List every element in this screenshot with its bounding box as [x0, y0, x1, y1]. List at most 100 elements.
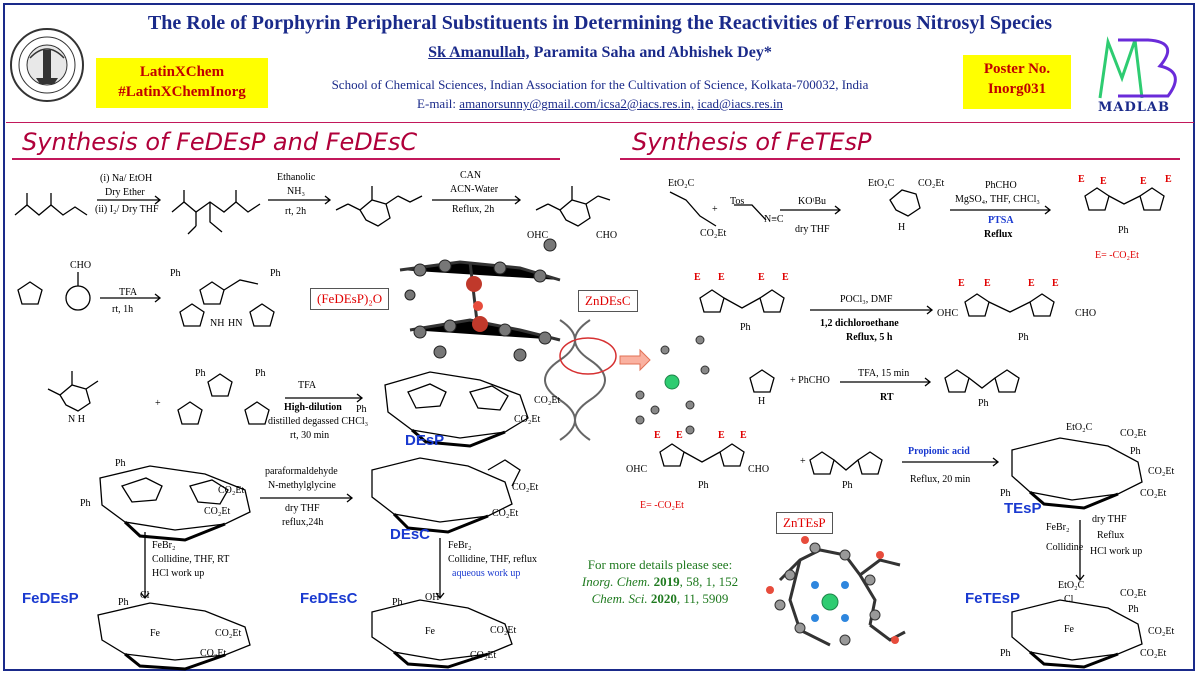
cho-right: CHO: [1075, 308, 1097, 319]
reagent-ptsa: PTSA: [988, 215, 1014, 226]
reagent-methylglycine: N-methylglycine: [268, 480, 336, 491]
co2et-desp-2: CO₂Et: [514, 414, 541, 425]
author-others: Paramita Saha and Abhishek Dey*: [533, 44, 772, 61]
acrylate-eto2c: EtO₂C: [668, 178, 695, 189]
reagent-dry-thf: dry THF: [285, 503, 320, 514]
reagent-kotbu: KOᵗBu: [798, 196, 827, 207]
tesp-ph-left: Ph: [1000, 488, 1011, 499]
step2-reagent-a: Ethanolic: [277, 172, 316, 183]
reference-1-journal: Inorg. Chem.: [581, 574, 651, 589]
fetesp-co2et-3: CO₂Et: [1140, 648, 1167, 659]
e-label-15: E: [718, 430, 725, 441]
tesp-co2et-1: CO₂Et: [1120, 428, 1147, 439]
febr2-mid: FeBr₂: [448, 540, 472, 551]
ph-fedesp: Ph: [118, 597, 129, 608]
pyrrole-eto2c: EtO₂C: [868, 178, 895, 189]
pyrrole-co2et: CO₂Et: [918, 178, 945, 189]
ph-label-2: Ph: [270, 268, 281, 279]
e-label-1: E: [1078, 174, 1085, 185]
ph-right-5: Ph: [698, 480, 709, 491]
e-label-3: E: [1140, 176, 1147, 187]
reagent-rt: RT: [880, 392, 894, 403]
email-link-1[interactable]: amanorsunny@gmail.com/icsa2@iacs.res.in,: [459, 96, 695, 111]
ohc-right: OHC: [937, 308, 959, 319]
e-label-7: E: [758, 272, 765, 283]
step1-reagent-c: (ii) I₂/ Dry THF: [95, 204, 159, 215]
reagent-dce: 1,2 dichloroethane: [820, 318, 899, 329]
e-label-10: E: [984, 278, 991, 289]
reference-2-rest: , 11, 5909: [676, 591, 729, 606]
tesp-co2et-3: CO₂Et: [1140, 488, 1167, 499]
rt-30min: rt, 30 min: [290, 430, 330, 441]
tesp-eto2c: EtO₂C: [1066, 422, 1093, 433]
reagent-reflux5: Reflux, 5 h: [846, 332, 893, 343]
tesp-co2et-2: CO₂Et: [1148, 466, 1175, 477]
fetesp-ph-left: Ph: [1000, 648, 1011, 659]
badge-line-1: LatinXChem: [139, 64, 225, 80]
reference-1[interactable]: Inorg. Chem. 2019, 58, 1, 152: [550, 573, 770, 590]
e-label-12: E: [1052, 278, 1059, 289]
e-label-5: E: [694, 272, 701, 283]
step3-cond: Reflux, 2h: [452, 204, 495, 215]
ph-row4-b: Ph: [80, 498, 91, 509]
plus-right-1: +: [712, 204, 718, 215]
co2et-row4-2: CO₂Et: [204, 506, 231, 517]
ph-right-6: Ph: [842, 480, 853, 491]
e-label-13: E: [654, 430, 661, 441]
reference-1-rest: , 58, 1, 152: [679, 574, 739, 589]
oh-fedesc: OH: [425, 592, 440, 603]
madlab-logo-text: MADLAB: [1098, 100, 1170, 115]
e-label-4: E: [1165, 174, 1172, 185]
step2-reagent-b: NH₃: [287, 186, 305, 197]
poster-number-badge: Poster No. Inorg031: [963, 55, 1071, 109]
right-hcl: HCl work up: [1090, 546, 1143, 557]
poster-no-label: Poster No.: [983, 61, 1051, 77]
plus-phcho: + PhCHO: [790, 375, 830, 386]
plus-sign: +: [155, 398, 161, 409]
reagent-paraformaldehyde: paraformaldehyde: [265, 466, 338, 477]
reference-2[interactable]: Chem. Sci. 2020, 11, 5909: [550, 590, 770, 607]
ph-right-4: Ph: [978, 398, 989, 409]
reference-block: For more details please see: Inorg. Chem…: [550, 556, 770, 607]
email-link-2[interactable]: icad@iacs.res.in: [697, 96, 783, 111]
e-label-16: E: [740, 430, 747, 441]
fetesp-co2et-2: CO₂Et: [1148, 626, 1175, 637]
reagent-phcho: PhCHO: [985, 180, 1017, 191]
step2-cond: rt, 2h: [285, 206, 307, 217]
co2et-desc-2: CO₂Et: [492, 508, 519, 519]
right-collidine: Collidine: [1046, 542, 1084, 553]
ohc-label: OHC: [527, 230, 549, 241]
e-definition-2: E= -CO₂Et: [640, 500, 684, 511]
ohc-right-2: OHC: [626, 464, 648, 475]
co2et-fedesp-1: CO₂Et: [215, 628, 242, 639]
co2et-fedesc-2: CO₂Et: [470, 650, 497, 661]
badge-line-2: #LatinXChemInorg: [118, 84, 246, 100]
e-definition-1: E= -CO₂Et: [1095, 250, 1139, 261]
fetesp-co2et-1: CO₂Et: [1120, 588, 1147, 599]
pyrrole-nh-right: H: [898, 222, 906, 233]
ph-label-3: Ph: [195, 368, 206, 379]
reagent-mgso4: MgSO₄, THF, CHCl₃: [955, 194, 1040, 205]
fetesp-eto2c: EtO₂C: [1058, 580, 1085, 591]
tesp-ph: Ph: [1130, 446, 1141, 457]
cho-label: CHO: [596, 230, 618, 241]
reference-1-year: 2019: [653, 574, 680, 589]
reference-intro: For more details please see:: [587, 557, 733, 572]
authors: Sk Amanullah, Paramita Saha and Abhishek…: [300, 44, 900, 62]
e-label-14: E: [676, 430, 683, 441]
email-label: E-mail:: [417, 96, 457, 111]
author-presenter: Sk Amanullah,: [428, 44, 530, 61]
step1-reagent-a: (i) Na/ EtOH: [100, 173, 153, 184]
reagent-reflux-right: Reflux: [984, 229, 1013, 240]
step-tfa: TFA: [119, 287, 138, 298]
right-febr2: FeBr₂: [1046, 522, 1070, 533]
solvent-chcl3: distilled degassed CHCl₃: [268, 416, 369, 427]
section-underline-right: [620, 158, 1180, 160]
hcl-workup-left: HCl work up: [152, 568, 205, 579]
e-label-11: E: [1028, 278, 1035, 289]
step3-reagent-b: ACN-Water: [450, 184, 499, 195]
zndesc-box: ZnDEsC: [578, 290, 638, 312]
fedesp-label: FeDEsP: [22, 590, 79, 607]
reagent-reflux: reflux,24h: [282, 517, 324, 528]
step1-reagent-b: Dry Ether: [105, 187, 145, 198]
